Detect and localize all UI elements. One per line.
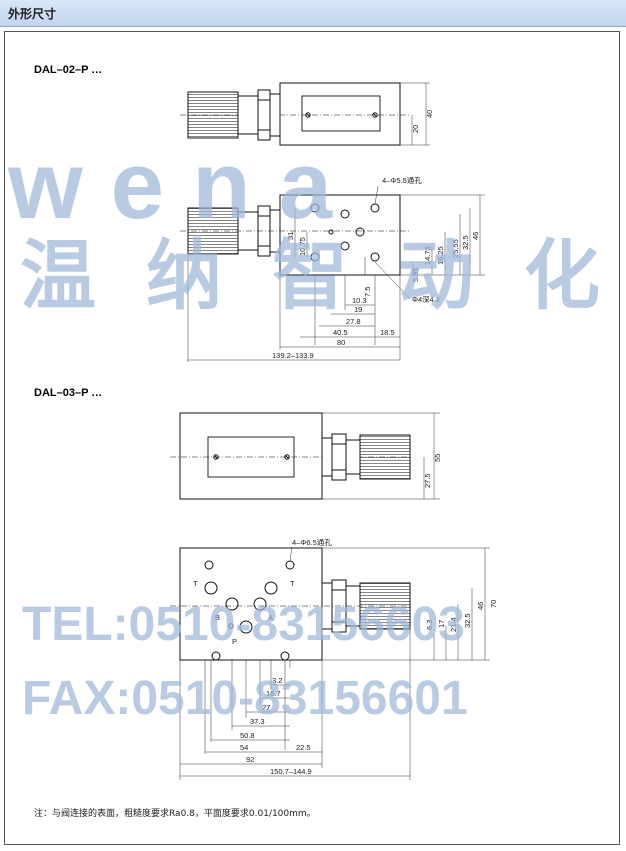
dim-dal03-17: 17 — [437, 620, 446, 628]
dal02-front-dimensions — [187, 194, 485, 362]
dim-dal02-19: 19 — [354, 305, 362, 314]
dim-dal02-40: 40 — [425, 110, 434, 118]
dim-dal02-7-5: 7.5 — [363, 287, 372, 297]
watermark-char-1: 温 — [20, 234, 96, 319]
dim-dal03-37-3: 37.3 — [250, 717, 265, 726]
dim-dal03-16-7: 16.7 — [266, 689, 281, 698]
watermark-tel: TEL:0510-83156603 — [22, 598, 465, 651]
watermark-brand: wena — [7, 132, 360, 239]
footnote: 注：与阀连接的表面，粗糙度要求Ra0.8，平面度要求0.01/100mm。 — [34, 809, 316, 819]
dal02-model-label: DAL–02–P … — [34, 64, 102, 76]
dim-dal02-46: 46 — [471, 232, 480, 240]
dal02-oring-callout: Φ4深4.2 — [412, 295, 440, 304]
dim-dal02-10-75: 10.75 — [298, 237, 307, 256]
dal03-front-dimensions — [179, 547, 490, 780]
watermark-char-3: 智 — [272, 234, 348, 319]
section-title: 外形尺寸 — [8, 7, 57, 21]
dal03-port-p: P — [232, 637, 237, 646]
dim-dal03-92: 92 — [246, 755, 254, 764]
watermark-char-2: 纳 — [146, 234, 222, 319]
dal03-model-label: DAL–03–P … — [34, 387, 102, 399]
dim-dal03-27-5: 27.5 — [423, 473, 432, 488]
watermark: wena 温 纳 智 动 化 TEL:0510-83156603 FAX:051… — [7, 132, 600, 725]
dim-dal03-22-5: 22.5 — [296, 743, 311, 752]
dal03-hole-callout: 4–Φ6.5通孔 — [292, 537, 332, 547]
dal03-port-t-left: T — [193, 579, 198, 588]
dal03-top-dimensions — [322, 412, 440, 500]
dim-dal03-50-8: 50.8 — [240, 731, 255, 740]
dal03-top-view — [170, 412, 411, 500]
dim-dal03-3-2: 3.2 — [272, 676, 282, 685]
dim-dal03-total: 150.7–144.9 — [270, 767, 312, 776]
drawing-frame — [4, 31, 620, 845]
section-header: 外形尺寸 — [0, 0, 626, 27]
watermark-fax: FAX:0510-83156601 — [22, 672, 468, 725]
dal03-front-view — [170, 547, 411, 661]
dim-dal03-21-4: 21.4 — [449, 617, 458, 632]
dal03-port-b: B — [215, 613, 220, 622]
dim-dal02-40-5: 40.5 — [333, 328, 348, 337]
dim-dal02-32-5: 32.5 — [461, 235, 470, 250]
watermark-char-4: 动 — [398, 234, 474, 319]
dim-dal02-25-55: 25.55 — [451, 239, 460, 258]
dim-dal03-70: 70 — [489, 600, 498, 608]
dim-dal02-27-8: 27.8 — [346, 317, 361, 326]
dim-dal02-10-3: 10.3 — [352, 296, 367, 305]
watermark-char-5: 化 — [524, 234, 600, 319]
dim-dal03-46: 46 — [476, 602, 485, 610]
dim-dal03-27: 27 — [262, 703, 270, 712]
dim-dal02-20: 20 — [411, 125, 420, 133]
dal02-top-dimensions — [400, 82, 430, 146]
dim-dal02-14-75: 14.75 — [423, 246, 432, 265]
dim-dal02-18-5: 18.5 — [380, 328, 395, 337]
dim-dal02-5-95: 5.95 — [411, 267, 420, 282]
dim-dal03-32-5: 32.5 — [463, 613, 472, 628]
dal03-port-a: A — [268, 613, 273, 622]
dim-dal02-31: 31 — [286, 232, 295, 240]
dim-dal02-80: 80 — [337, 338, 345, 347]
dal02-front-view — [180, 194, 410, 276]
dim-dal03-55: 55 — [433, 454, 442, 462]
dal02-top-view — [180, 82, 410, 146]
dim-dal02-total: 139.2–133.9 — [272, 351, 314, 360]
dal02-hole-callout: 4–Φ5.5通孔 — [382, 175, 422, 185]
dim-dal03-6-3: 6.3 — [425, 620, 434, 630]
dal03-port-t-right: T — [290, 579, 295, 588]
dim-dal03-54: 54 — [240, 743, 248, 752]
dim-dal02-16-25: 16.25 — [436, 246, 445, 265]
